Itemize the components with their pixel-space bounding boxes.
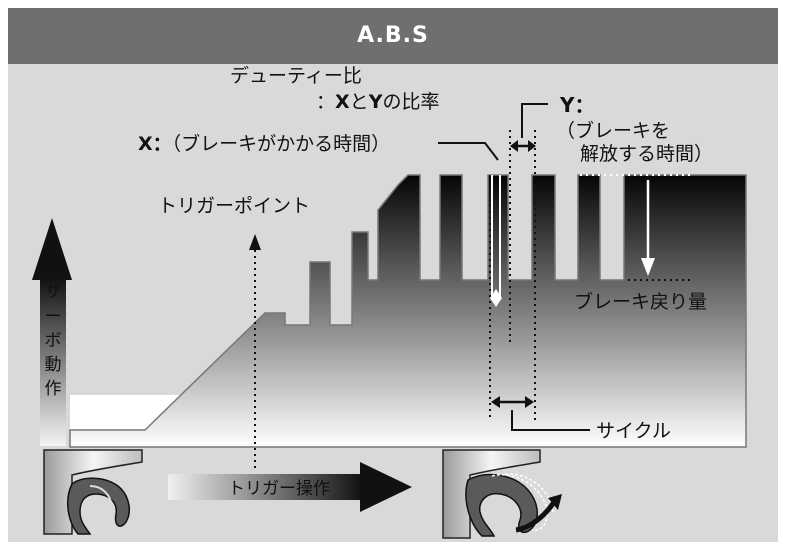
title-bar: A.B.S xyxy=(8,8,778,64)
duty-ratio-label: デューティー比 xyxy=(230,65,362,87)
x-brake-on-indicator xyxy=(490,175,502,307)
cycle-leader-line xyxy=(511,410,590,431)
x-leader-line xyxy=(438,142,499,161)
trigger-operated-illustration xyxy=(442,449,573,539)
y-desc-line1: （ブレーキを xyxy=(556,119,670,142)
trigger-point-label: トリガーポイント xyxy=(158,195,310,217)
cycle-double-arrow xyxy=(491,396,534,408)
servo-char: ボ xyxy=(45,331,62,351)
trigger-operation-label: トリガー操作 xyxy=(228,479,330,499)
page-title: A.B.S xyxy=(357,23,429,48)
trigger-point-marker xyxy=(249,234,261,470)
abs-pulse-waveform xyxy=(69,174,747,448)
y-leader-line xyxy=(521,103,548,138)
trigger-operation-arrow xyxy=(168,462,412,512)
servo-char: ー xyxy=(45,307,62,327)
servo-action-arrow xyxy=(32,218,72,446)
brake-return-arrow xyxy=(641,180,655,276)
y-desc-line2: 解放する時間） xyxy=(580,143,713,165)
cycle-label: サイクル xyxy=(596,420,671,442)
servo-char: 作 xyxy=(45,379,62,399)
y-double-arrow xyxy=(510,140,536,152)
servo-char: 動 xyxy=(45,355,62,375)
x-definition-label: X：（ブレーキがかかる時間） xyxy=(138,132,390,155)
y-key-label: Y： xyxy=(559,93,594,117)
trigger-released-illustration xyxy=(43,449,144,535)
servo-char: サ xyxy=(45,282,62,302)
brake-return-label: ブレーキ戻り量 xyxy=(574,290,707,313)
servo-action-label: サ ー ボ 動 作 xyxy=(45,282,62,399)
duty-ratio-definition: ：XとYの比率 xyxy=(316,91,439,113)
